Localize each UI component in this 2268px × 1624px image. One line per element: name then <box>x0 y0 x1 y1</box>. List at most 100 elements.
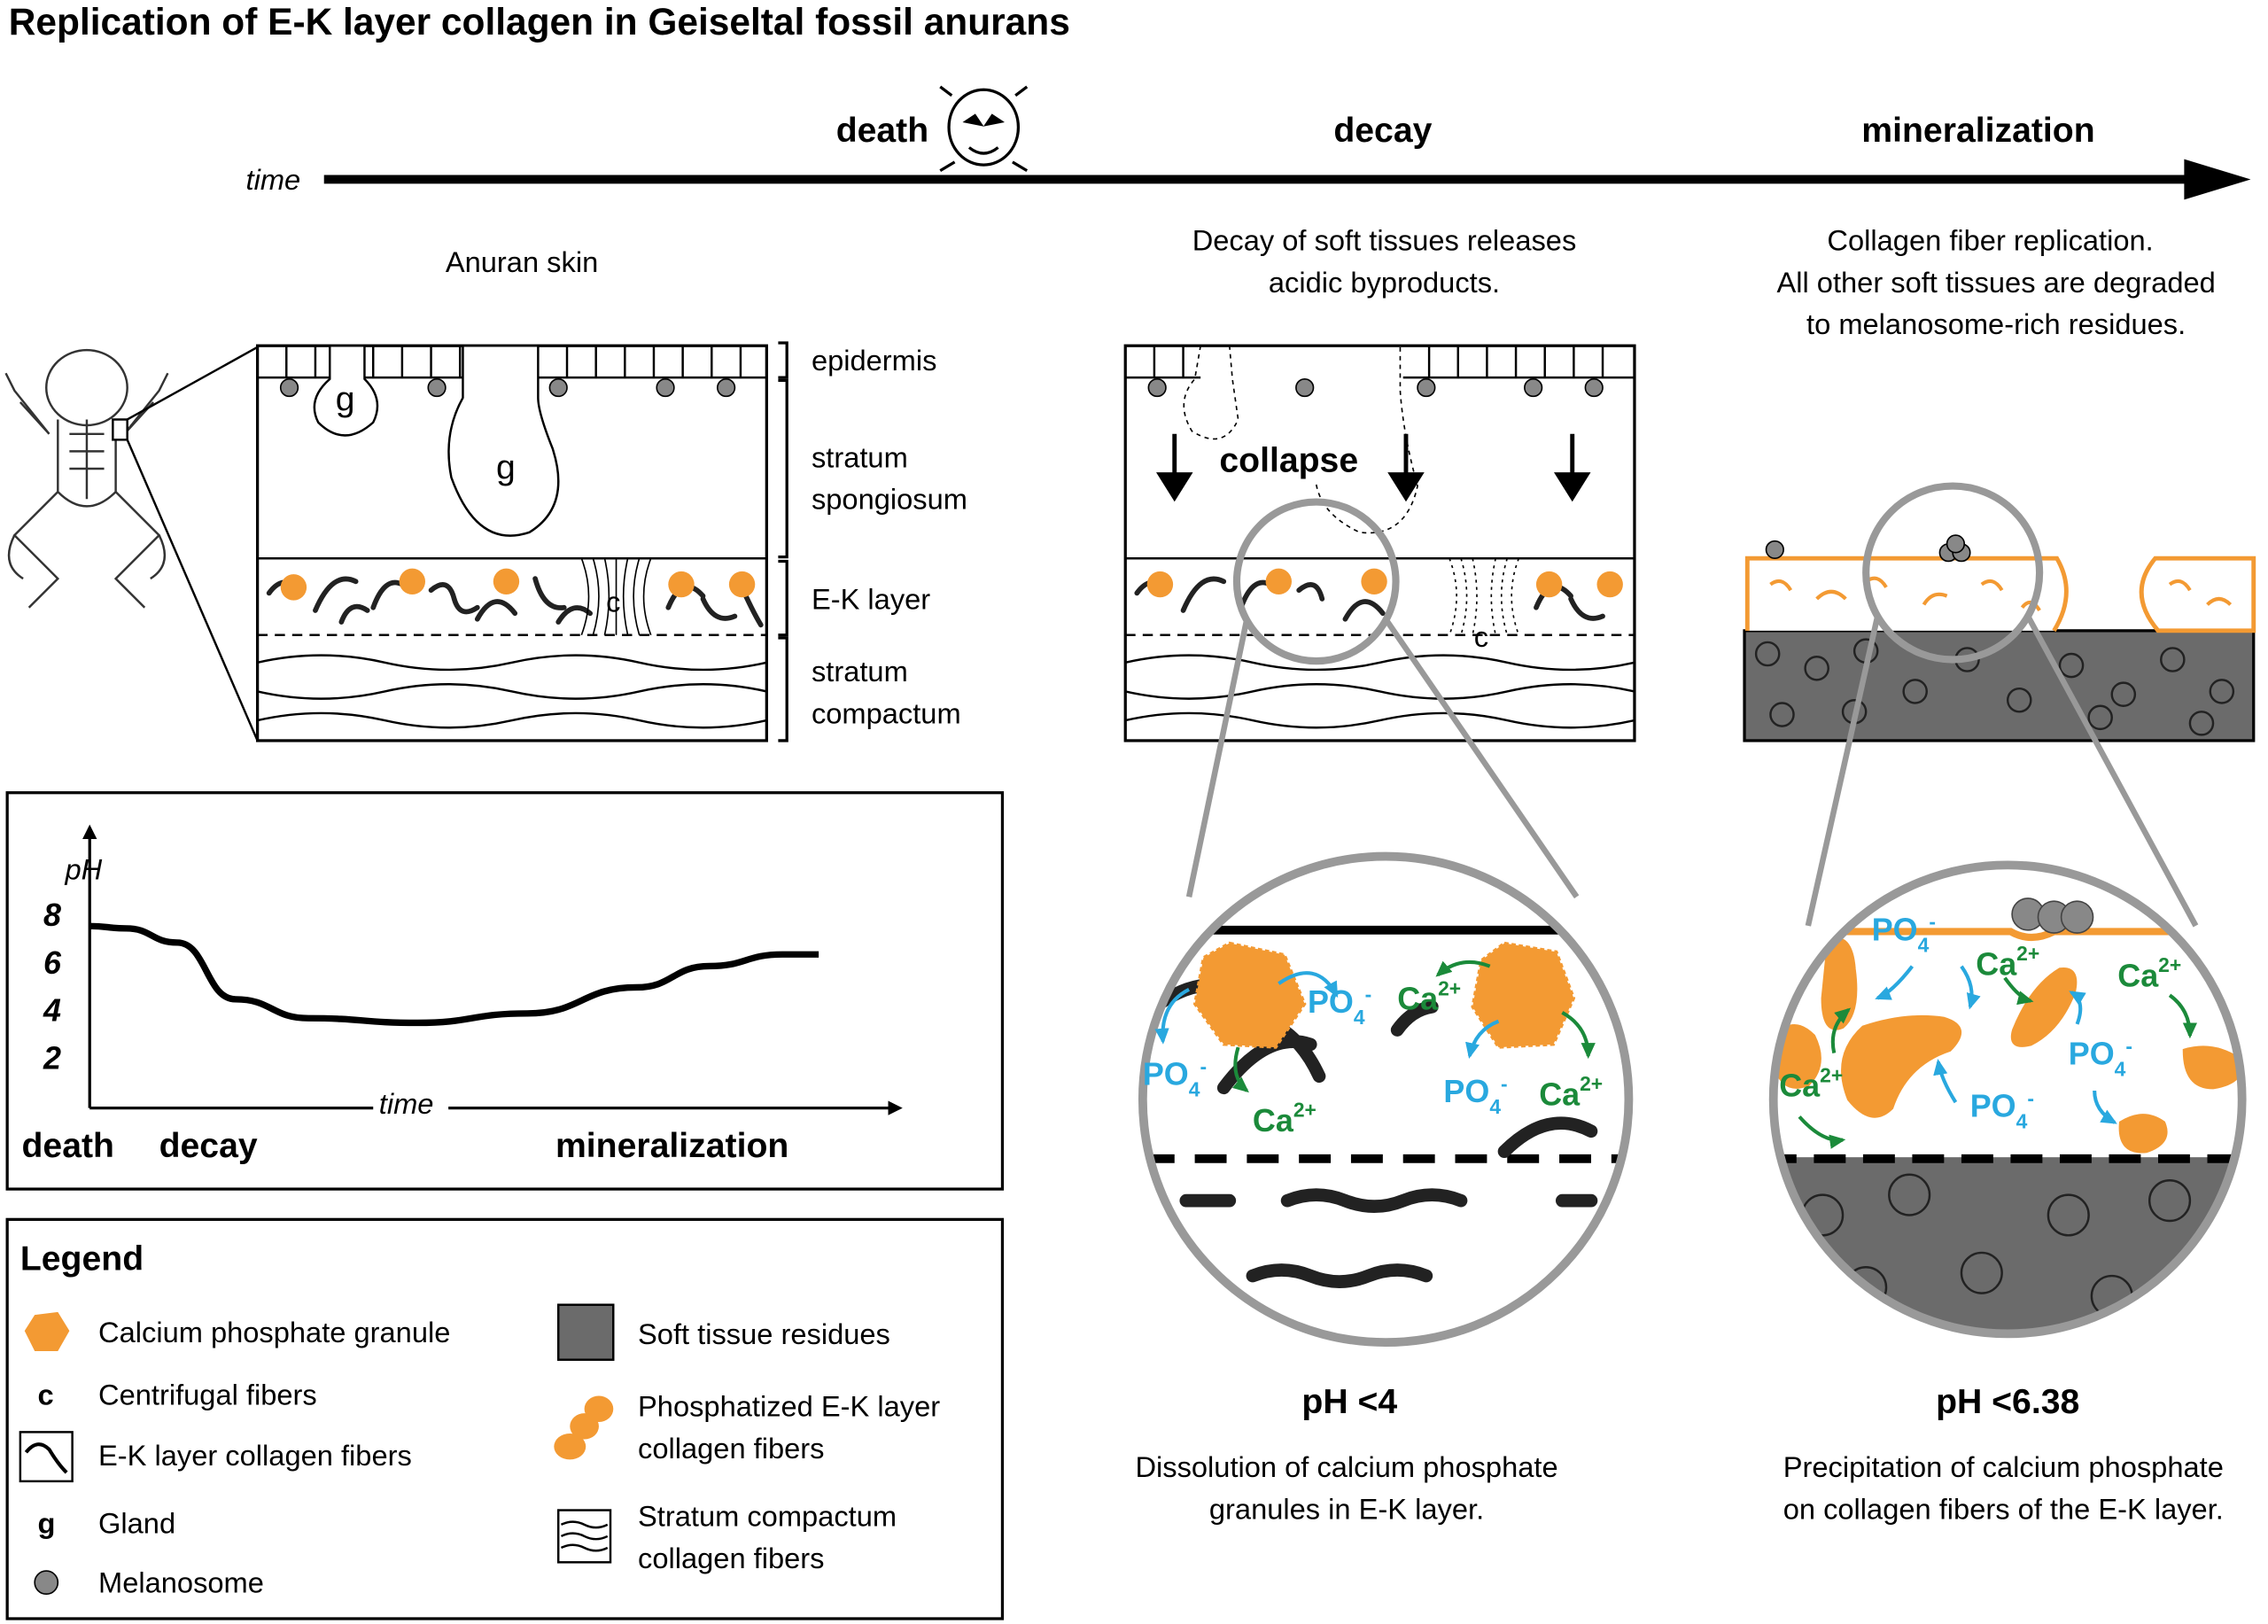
ph-chart-frame <box>5 791 1005 1191</box>
svg-text:PO4-: PO4- <box>1872 910 1936 956</box>
gray-square-icon <box>556 1303 615 1361</box>
decay-granules <box>1146 568 1623 598</box>
phosphatized-layer-left <box>1744 556 2069 633</box>
decay-epidermis-cells <box>1125 346 1635 379</box>
mineral-caption-line2: All other soft tissues are degraded <box>1776 266 2215 299</box>
zoom-line-bottom <box>126 439 259 742</box>
svg-text:Ca2+: Ca2+ <box>2117 953 2181 993</box>
surface-melanosomes <box>1765 534 1971 563</box>
ph-x-stage-mineralization: mineralization <box>555 1127 788 1165</box>
layer-label-stratum-2: stratum <box>812 655 908 688</box>
ph-tick-4: 4 <box>43 992 61 1029</box>
svg-text:PO4-: PO4- <box>1308 983 1371 1029</box>
phosphatized-fiber-marks <box>1769 576 2233 612</box>
skin-panel: Anuran skin g g c <box>255 245 967 742</box>
zoom-line-top <box>127 346 259 421</box>
timeline-time-label: time <box>246 163 301 196</box>
decay-zoom-circle-small <box>1232 498 1400 665</box>
timeline-arrowhead <box>2184 159 2251 200</box>
legend-label-compactum-2: collagen fibers <box>638 1542 824 1574</box>
wavy-lines-icon <box>556 1509 612 1564</box>
mineral-zoom-line-right <box>2025 614 2199 928</box>
svg-text:Ca2+: Ca2+ <box>1253 1098 1317 1138</box>
timeline-stage-mineralization: mineralization <box>1861 112 2094 150</box>
mineral-ion-labels: PO4- Ca2+ Ca2+ Ca2+ PO4- PO4- <box>1779 910 2181 1132</box>
collapse-arrows <box>1156 433 1591 502</box>
svg-text:PO4-: PO4- <box>1970 1086 2034 1132</box>
decay-centrifugal-label: c <box>1474 620 1488 653</box>
collapse-label: collapse <box>1219 441 1358 479</box>
legend-frame <box>5 1217 1005 1620</box>
legend-label-calcium-phosphate: Calcium phosphate granule <box>98 1316 450 1348</box>
mineral-caption-line3: to melanosome-rich residues. <box>1806 307 2186 340</box>
layer-label-epidermis: epidermis <box>812 344 937 377</box>
wavy-fiber-icon <box>19 1431 74 1483</box>
mineral-caption-line1: Collagen fiber replication. <box>1827 223 2153 256</box>
legend: Legend Calcium phosphate granule c Centr… <box>5 1217 1005 1620</box>
figure-title: Replication of E-K layer collagen in Gei… <box>9 1 1070 43</box>
layer-label-stratum-1: stratum <box>812 440 908 473</box>
ph-tick-8: 8 <box>43 897 61 933</box>
gland-small <box>313 344 379 437</box>
orange-fiber-icon <box>554 1395 614 1460</box>
stratum-compactum-fibers <box>257 654 767 729</box>
svg-text:Ca2+: Ca2+ <box>1539 1072 1603 1112</box>
mineral-desc-line2: on collagen fibers of the E-K layer. <box>1783 1492 2224 1525</box>
decay-desc-line1: Dissolution of calcium phosphate <box>1135 1450 1557 1483</box>
ph-y-ticks: 8 6 4 2 <box>43 897 62 1076</box>
layer-label-spongiosum: spongiosum <box>812 483 967 516</box>
centrifugal-fibers <box>580 557 652 636</box>
decay-ph-label: pH <4 <box>1301 1383 1397 1421</box>
legend-label-ek-fibers: E-K layer collagen fibers <box>98 1439 412 1472</box>
legend-label-soft-tissue: Soft tissue residues <box>638 1317 890 1350</box>
centrifugal-label: c <box>606 586 620 618</box>
skin-panel-title: Anuran skin <box>446 245 598 278</box>
ph-x-stage-decay: decay <box>159 1127 258 1165</box>
svg-text:Ca2+: Ca2+ <box>1779 1063 1843 1103</box>
orange-hexagon-icon <box>24 1311 70 1351</box>
collapsed-glands <box>1183 346 1418 534</box>
phosphatized-layer-right <box>2139 556 2256 633</box>
legend-title: Legend <box>20 1240 144 1278</box>
ph-tick-2: 2 <box>43 1040 61 1076</box>
svg-text:Ca2+: Ca2+ <box>1397 976 1461 1016</box>
decay-skin-section <box>1123 344 1636 742</box>
calcium-phosphate-granules <box>280 568 756 601</box>
mineral-zoom-circle-small <box>1862 482 2044 664</box>
ph-x-stage-death: death <box>21 1127 113 1165</box>
decay-caption-line2: acidic byproducts. <box>1269 266 1500 299</box>
decay-compactum-fibers <box>1124 654 1635 729</box>
ph-chart: pH time 8 6 4 2 death decay mineralizati… <box>5 791 1005 1191</box>
timeline: time death decay mineralization <box>246 85 2251 200</box>
time-axis-label: time <box>379 1087 434 1120</box>
gray-dot-icon <box>34 1570 59 1596</box>
frog-skeleton-icon <box>4 348 169 609</box>
decay-zoom-line-left <box>1185 618 1250 897</box>
decay-zoom-line-right <box>1383 617 1580 899</box>
melanosomes <box>279 377 736 398</box>
decay-caption-line1: Decay of soft tissues releases <box>1192 223 1577 256</box>
legend-label-compactum-1: Stratum compactum <box>638 1499 897 1532</box>
legend-label-phosphatized-2: collagen fibers <box>638 1432 824 1465</box>
mineral-zoom-circle-large <box>1768 860 2247 1339</box>
mineral-zoom-line-left <box>1805 615 1881 927</box>
legend-label-centrifugal: Centrifugal fibers <box>98 1378 317 1410</box>
layer-label-ek-layer: E-K layer <box>812 582 930 615</box>
svg-text:PO4-: PO4- <box>2069 1035 2132 1081</box>
decay-centrifugal-fibers <box>1449 557 1520 636</box>
mineral-ion-arrows <box>1798 965 2198 1149</box>
decay-desc-line2: granules in E-K layer. <box>1209 1492 1484 1525</box>
gland-large <box>447 344 560 537</box>
legend-symbol-c: c <box>37 1378 53 1410</box>
ph-tick-6: 6 <box>43 944 62 981</box>
legend-label-phosphatized-1: Phosphatized E-K layer <box>638 1389 940 1422</box>
legend-symbol-g: g <box>37 1507 55 1540</box>
legend-label-gland: Gland <box>98 1507 175 1540</box>
ph-axis-label: pH <box>64 853 102 886</box>
mineral-desc-line1: Precipitation of calcium phosphate <box>1783 1450 2224 1483</box>
legend-label-melanosome: Melanosome <box>98 1566 264 1599</box>
decay-zoom-content <box>1142 856 1629 1343</box>
skull-icon <box>939 85 1029 173</box>
residue-melanosomes <box>1754 638 2235 736</box>
timeline-stage-decay: decay <box>1333 112 1432 150</box>
